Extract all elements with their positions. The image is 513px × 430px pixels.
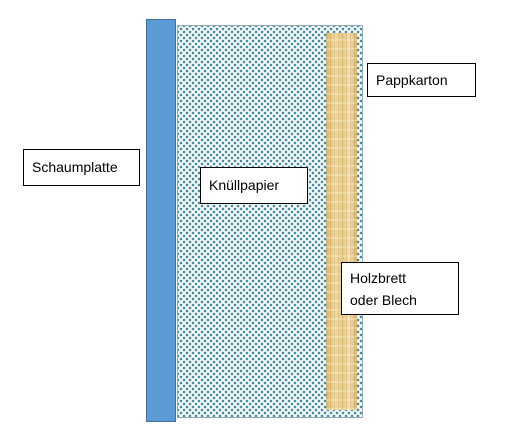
foam-board-layer xyxy=(146,19,176,422)
label-knuellpapier: Knüllpapier xyxy=(200,167,308,204)
label-schaumplatte: Schaumplatte xyxy=(23,149,140,186)
label-holzbrett-oder-blech: Holzbrett oder Blech xyxy=(341,262,459,315)
label-pappkarton: Pappkarton xyxy=(367,63,476,97)
wood-board-layer xyxy=(326,33,357,410)
